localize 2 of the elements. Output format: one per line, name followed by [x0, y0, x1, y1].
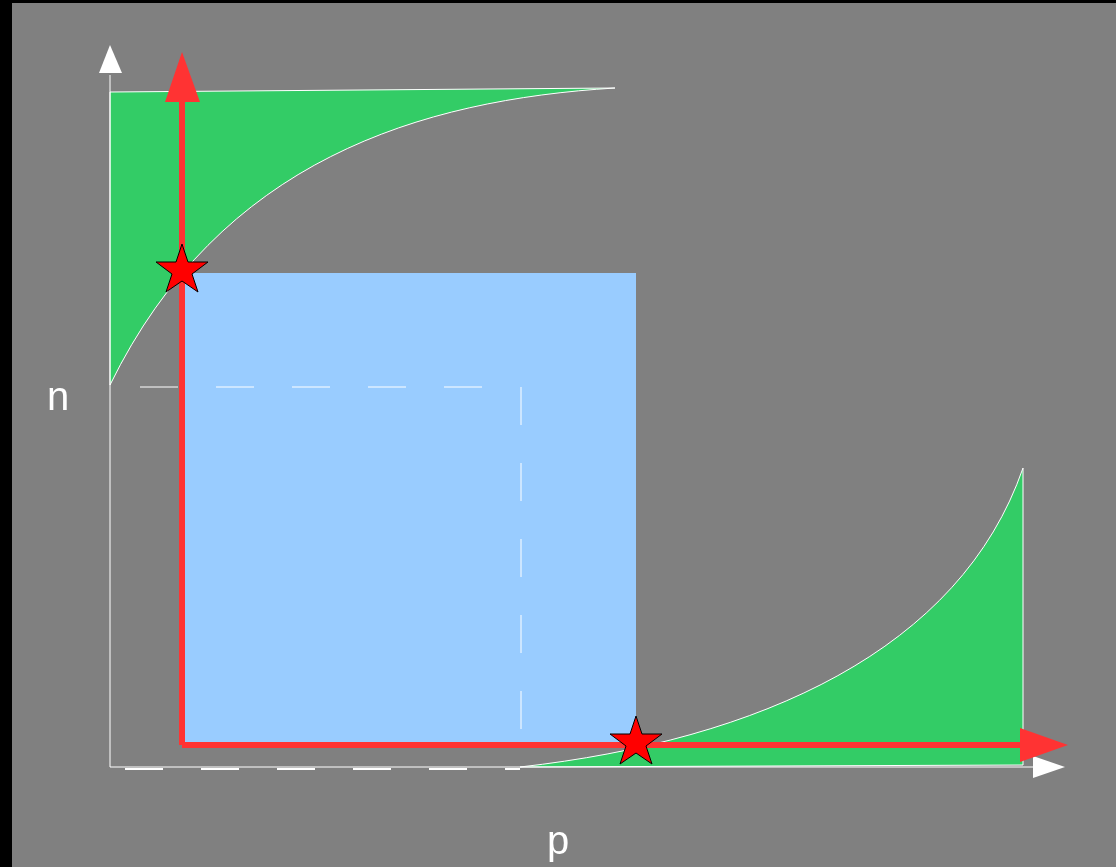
axis-label: n [47, 376, 70, 416]
axis-label: p [547, 820, 570, 860]
